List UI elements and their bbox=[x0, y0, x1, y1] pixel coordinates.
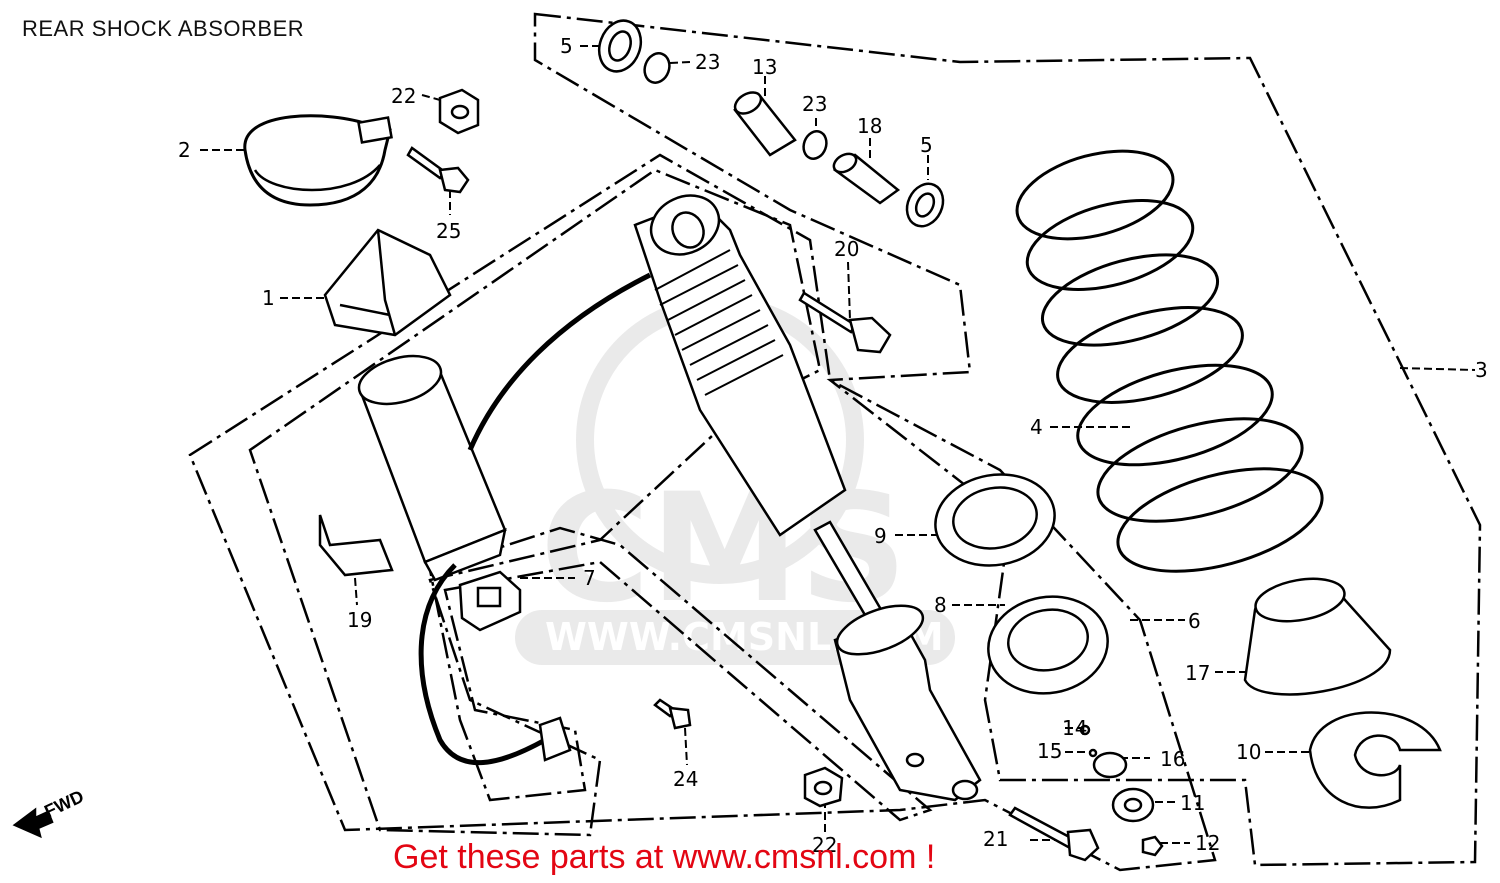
ring-16 bbox=[1092, 751, 1128, 779]
part-number-label: 6 bbox=[1188, 609, 1201, 633]
nut-22-lower bbox=[803, 766, 844, 808]
fwd-label: FWD bbox=[41, 786, 87, 821]
leader-lines bbox=[200, 45, 1476, 844]
reservoir-cylinder bbox=[357, 354, 507, 582]
part-number-label: 5 bbox=[920, 133, 933, 157]
spring-4 bbox=[1015, 149, 1324, 573]
part-number-label: 22 bbox=[391, 84, 416, 108]
washer-5-lower bbox=[905, 182, 945, 228]
outline-assembly-3 bbox=[533, 12, 1482, 867]
spring-15 bbox=[1088, 748, 1098, 758]
label-19 bbox=[318, 514, 394, 577]
collar-18 bbox=[832, 152, 901, 205]
o-ring-23-mid bbox=[802, 130, 828, 160]
parts bbox=[12, 19, 1442, 862]
part-number-label: 14 bbox=[1062, 716, 1087, 740]
spring-seat-17 bbox=[1243, 577, 1392, 696]
shock-body bbox=[633, 194, 847, 537]
fwd-arrow-icon bbox=[12, 807, 54, 839]
part-number-label: 4 bbox=[1030, 415, 1043, 439]
part-number-label: 13 bbox=[752, 55, 777, 79]
outline-hose-group bbox=[248, 168, 822, 837]
part-number-label: 1 bbox=[262, 286, 275, 310]
part-11 bbox=[1111, 787, 1155, 823]
part-number-label: 16 bbox=[1160, 747, 1185, 771]
part-number-label: 22 bbox=[812, 833, 837, 857]
get-parts-link[interactable]: Get these parts at www.cmsnl.com ! bbox=[393, 838, 936, 876]
nut-22-top bbox=[438, 88, 480, 135]
bolt-14 bbox=[1079, 724, 1091, 736]
part-number-label: 7 bbox=[583, 566, 596, 590]
diagram-title: REAR SHOCK ABSORBER bbox=[22, 16, 305, 41]
bracket-1 bbox=[323, 228, 452, 337]
shock-lower-clevis bbox=[833, 604, 982, 802]
assembly-outlines bbox=[188, 12, 1482, 872]
bolt-24 bbox=[653, 698, 692, 730]
band-2 bbox=[243, 114, 393, 207]
outline-reservoir-group bbox=[428, 526, 933, 822]
part-number-label: 25 bbox=[436, 219, 461, 243]
part-number-label: 11 bbox=[1180, 791, 1205, 815]
bolt-25 bbox=[406, 146, 470, 194]
adjuster-nut-8 bbox=[987, 595, 1109, 695]
hose-fitting bbox=[538, 716, 572, 762]
part-number-label: 19 bbox=[347, 608, 372, 632]
watermark-logo-text: CMS bbox=[540, 462, 907, 636]
outline-assembly-6 bbox=[188, 153, 1217, 872]
o-ring-23-top bbox=[643, 52, 671, 84]
bolt-21 bbox=[1008, 806, 1100, 862]
part-number-label: 18 bbox=[857, 114, 882, 138]
reservoir-hose bbox=[418, 272, 652, 765]
part-number-label: 10 bbox=[1236, 740, 1261, 764]
part-number-label: 15 bbox=[1037, 739, 1062, 763]
part-number-label: 21 bbox=[983, 827, 1008, 851]
part-number-label: 20 bbox=[834, 237, 859, 261]
part-number-label: 2 bbox=[178, 138, 191, 162]
part-number-label: 3 bbox=[1475, 358, 1488, 382]
part-number-label: 9 bbox=[874, 524, 887, 548]
part-number-label: 5 bbox=[560, 34, 573, 58]
cap-7 bbox=[458, 570, 522, 632]
part-number-label: 24 bbox=[673, 767, 698, 791]
part-number-label: 23 bbox=[695, 50, 720, 74]
washer-5-top bbox=[597, 19, 643, 73]
part-number-label: 17 bbox=[1185, 661, 1210, 685]
bolt-20 bbox=[798, 291, 892, 354]
lock-nut-9 bbox=[934, 473, 1056, 567]
part-number-label: 12 bbox=[1195, 831, 1220, 855]
part-number-label: 23 bbox=[802, 92, 827, 116]
stopper-10 bbox=[1308, 711, 1442, 809]
part-number-label: 8 bbox=[934, 593, 947, 617]
nut-12 bbox=[1141, 835, 1164, 857]
collar-13 bbox=[733, 91, 797, 157]
